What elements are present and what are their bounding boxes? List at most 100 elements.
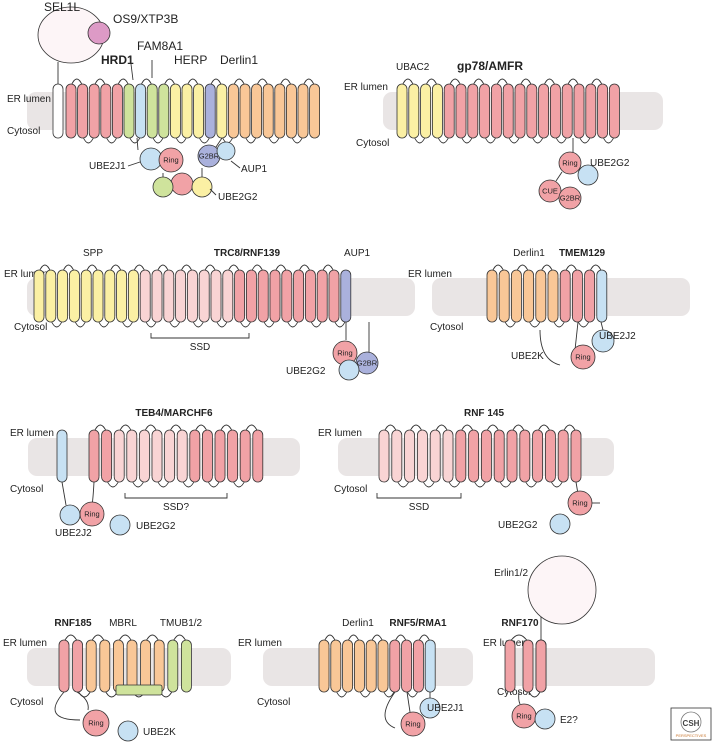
tmem129-complex-helix [523, 269, 534, 323]
derlin1-label: Derlin1 [220, 53, 258, 67]
gp78-protein-helix [561, 83, 573, 139]
ube2g2-pointer [209, 188, 217, 196]
fam8a1-label: FAM8A1 [137, 39, 183, 53]
ube2g2-label: UBE2G2 [286, 366, 326, 377]
cue-linker [555, 171, 563, 182]
rnf5-complex-helix [412, 639, 424, 693]
ring-domain-label: Ring [575, 353, 590, 362]
teb4-protein-helix [227, 429, 239, 483]
hrd1-complex-helix [285, 83, 297, 139]
linker-lines [162, 168, 203, 177]
mbrl-amphipathic-helix [115, 684, 163, 696]
rnf145-protein-helix [391, 429, 403, 483]
trc8-complex-helix [69, 269, 80, 323]
cue-domain-label: CUE [542, 187, 558, 196]
ring-domain-label: Ring [405, 720, 420, 729]
hrd1-complex-helix [239, 83, 251, 139]
teb4-protein-helix [113, 429, 125, 483]
rnf5-complex-helix [389, 639, 401, 693]
hrd1-complex-helix [309, 83, 321, 139]
hrd1-complex-helix [77, 83, 88, 139]
gp78-protein-helix [396, 83, 408, 139]
cytosol-label: Cytosol [497, 687, 530, 698]
gp78-protein-helix [455, 83, 467, 139]
hrd1-complex-helix [169, 83, 181, 139]
hrd1-complex-helix [262, 83, 274, 139]
ring-domain-label: Ring [516, 712, 531, 721]
hrd1-complex-helix [88, 83, 100, 139]
gp78-protein-helix [585, 83, 597, 139]
rnf185-label: RNF185 [54, 618, 92, 629]
ube2j1-label: UBE2J1 [427, 703, 464, 714]
rnf145-protein-helix [378, 429, 390, 483]
csh-logo-text: CSH [683, 719, 700, 728]
ring-linker [406, 691, 411, 713]
gp78-protein-helix [490, 83, 502, 139]
rnf145-protein-helix [442, 429, 454, 483]
gp78-protein-helix [538, 83, 549, 139]
g2br-domain-label: G2BR [560, 194, 581, 203]
ube2k-label: UBE2K [143, 727, 176, 738]
trc8-complex-helix [198, 269, 210, 323]
csh-logo-subtext: PERSPECTIVES [676, 733, 707, 738]
trc8-complex-helix [127, 269, 139, 323]
trc8-complex-helix [92, 269, 104, 323]
trc8-complex-helix [116, 269, 127, 323]
cytosol-label: Cytosol [10, 484, 43, 495]
teb4-protein-helix [126, 429, 138, 483]
rnf185-complex-helix [180, 639, 192, 693]
gp78-protein-helix [550, 83, 561, 139]
ube2g2-label: UBE2G2 [218, 192, 258, 203]
gp78-protein-helix [431, 83, 443, 139]
rnf185-complex-helix [126, 639, 138, 693]
g2br-domain [558, 186, 582, 210]
rnf185-complex-helix [113, 639, 124, 693]
tmem129-complex-helix [535, 269, 547, 323]
hrd1-complex-helix [181, 83, 193, 139]
ring-linker [518, 691, 521, 705]
cue-domain [538, 179, 562, 203]
teb4-label: TEB4/MARCHF6 [135, 408, 213, 419]
ube2j2-label: UBE2J2 [55, 528, 92, 539]
ube2j1-pointer [127, 161, 141, 167]
er-lumen-label: ER lumen [10, 428, 54, 439]
ubac2-label: UBAC2 [396, 62, 430, 73]
teb4-protein-helix [239, 429, 251, 483]
trc8-complex-helix [210, 269, 222, 323]
trc8-complex-helix [328, 269, 340, 323]
trc8-complex-helix [57, 269, 68, 323]
trc8-complex-helix [257, 269, 269, 323]
g2br-domain-label: G2BR [199, 152, 220, 161]
rnf145-protein-helix [429, 429, 441, 483]
csh-logo-frame [670, 707, 712, 741]
trc8-complex-helix [151, 269, 163, 323]
ssd-label: SSD? [163, 502, 190, 513]
ring-domain-label: Ring [84, 510, 99, 519]
gp78-protein-helix [526, 83, 538, 139]
ssd-bracket [376, 493, 462, 499]
ring-domain-label: Ring [163, 156, 178, 165]
gp78-protein-helix [597, 83, 608, 139]
ube2g2-domain [109, 514, 131, 536]
rnf185-complex-helix [72, 639, 83, 693]
tmem129-complex-helix [486, 269, 498, 323]
sel1l-label: SEL1L [44, 0, 80, 14]
tmem129-label: TMEM129 [559, 248, 606, 259]
csh-logo-ring [680, 711, 702, 733]
rnf145-protein-helix [570, 429, 582, 483]
ube2j1-label: UBE2J1 [89, 161, 126, 172]
rnf145-protein-helix [455, 429, 467, 483]
ring-tail [574, 321, 579, 351]
hrd1-complex-helix [135, 83, 147, 139]
ssd-label: SSD [409, 502, 430, 513]
trc8-complex-helix [304, 269, 316, 323]
ube2j2-linker [61, 481, 67, 506]
er-lumen-label: ER lumen [4, 269, 48, 280]
trc8-complex-helix [186, 269, 198, 323]
hrd1-complex-helix [297, 83, 309, 139]
os9-label: OS9/XTP3B [113, 12, 178, 26]
rnf145-protein-helix [480, 429, 492, 483]
ube2j2-tm-helix [56, 429, 68, 483]
spp-label: SPP [83, 248, 103, 259]
